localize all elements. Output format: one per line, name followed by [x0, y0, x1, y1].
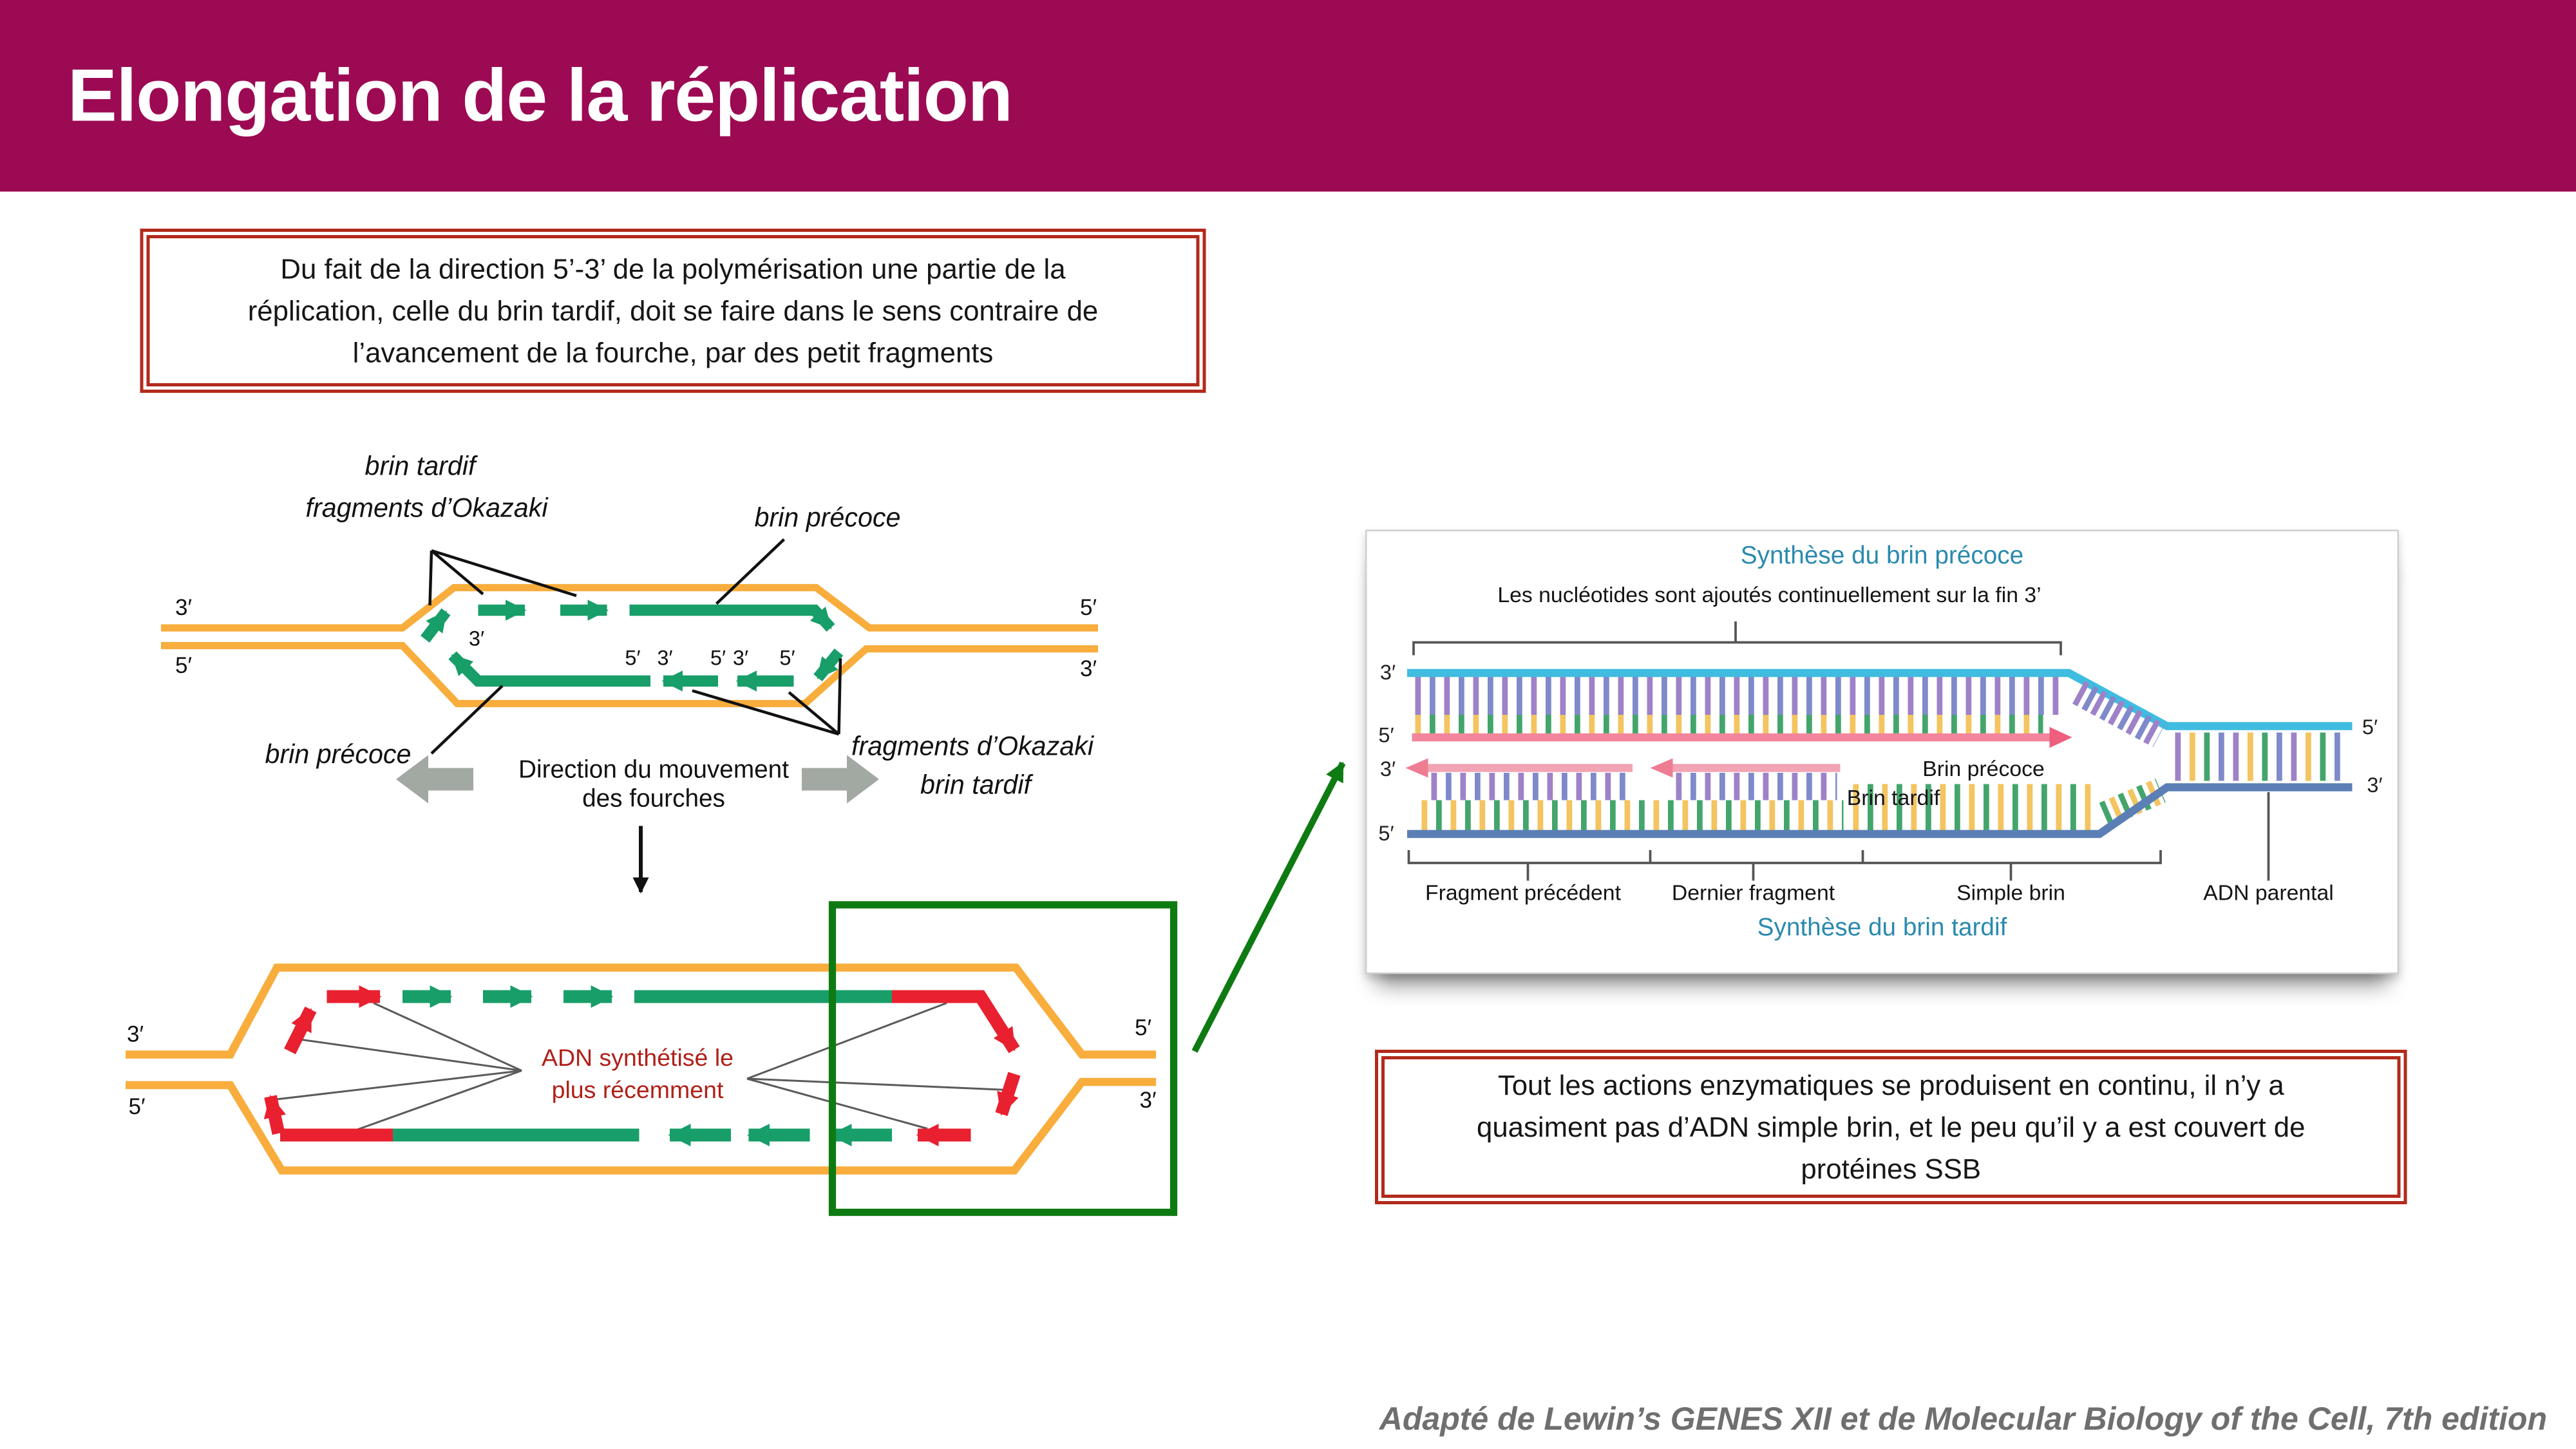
new-dna-arrows-top [421, 600, 835, 643]
prime-left-top: 3′ [175, 595, 192, 620]
pointer-lines [428, 538, 842, 755]
inner-prime-2: 5′ [625, 647, 640, 670]
panel-title-bottom: Synthèse du brin tardif [1757, 914, 2007, 942]
synthesis-detail-figure: Synthèse du brin précoce Les nucléotides… [1378, 542, 2382, 942]
direction-text-line1: Direction du mouvement [518, 756, 789, 784]
bubble-prime-right-top: 5′ [1135, 1016, 1151, 1041]
label-lagging-top: brin tardif [365, 451, 478, 481]
info-box-bottom-line3: protéines SSB [1801, 1153, 1982, 1186]
panel-label-fragment-previous: Fragment précédent [1425, 881, 1622, 905]
label-leading-bottom-left: brin précoce [265, 739, 412, 769]
inner-prime-4: 5′ [710, 647, 726, 670]
panel-prime-left-1: 3′ [1380, 661, 1396, 684]
lagging-strand-duplex [1405, 758, 2353, 838]
label-okazaki-top: fragments d’Okazaki [306, 493, 549, 523]
recent-dna-label-line2: plus récemment [552, 1076, 724, 1103]
parental-strands [161, 583, 1098, 708]
replication-fork-diagram: brin tardif fragments d’Okazaki brin pré… [161, 451, 1098, 894]
prime-left-bottom: 5′ [175, 653, 192, 678]
info-box-top-line1: Du fait de la direction 5’-3’ de la poly… [280, 252, 1066, 285]
inner-prime-5: 3′ [733, 647, 748, 670]
bubble-arrows-top [284, 985, 1020, 1054]
info-box-bottom-line1: Tout les actions enzymatiques se produis… [1497, 1068, 2284, 1101]
panel-prime-right-top: 5′ [2362, 715, 2378, 739]
prime-right-bottom: 3′ [1080, 656, 1097, 681]
panel-label-fragment-last: Dernier fragment [1672, 881, 1835, 905]
info-box-ssb: Tout les actions enzymatiques se produis… [1375, 1050, 2407, 1204]
bubble-prime-left-bottom: 5′ [128, 1094, 145, 1119]
fork-direction-right-arrow-icon [802, 755, 879, 804]
panel-note: Les nucléotides sont ajoutés continuelle… [1497, 583, 2041, 607]
bubble-prime-right-bottom: 3′ [1139, 1088, 1156, 1113]
panel-prime-left-4: 5′ [1378, 822, 1394, 845]
page-title: Elongation de la réplication [68, 53, 1013, 137]
bubble-arrows-bottom [263, 1072, 1021, 1146]
panel-label-lagging: Brin tardif [1847, 786, 1940, 810]
panel-prime-left-2: 5′ [1378, 724, 1394, 747]
label-okazaki-bottom-right: fragments d’Okazaki [851, 732, 1095, 761]
zoom-connector-arrow [1191, 761, 1346, 1053]
label-lagging-bottom-right: brin tardif [920, 770, 1034, 800]
inner-prime-3: 3′ [657, 647, 672, 670]
panel-label-single-strand: Simple brin [1956, 881, 2065, 905]
recent-dna-pointer-lines [273, 1002, 1009, 1133]
label-leading-top-right: brin précoce [755, 503, 901, 533]
synthesis-detail-panel: Synthèse du brin précoce Les nucléotides… [1365, 529, 2399, 974]
inner-prime-1: 3′ [469, 627, 484, 650]
direction-text-line2: des fourches [582, 785, 725, 813]
footer-credit: Adapté de Lewin’s GENES XII et de Molecu… [1379, 1402, 2547, 1438]
bottom-bracket [1407, 792, 2270, 881]
replication-bubble-diagram: ADN synthétisé le plus récemment 3′ 5′ 5… [126, 901, 1178, 1217]
info-box-top-line3: l’avancement de la fourche, par des peti… [352, 336, 994, 369]
leading-strand-duplex [1407, 668, 2353, 748]
highlight-box [828, 901, 1178, 1217]
info-box-top-line2: réplication, celle du brin tardif, doit … [247, 294, 1099, 327]
fork-direction-left-arrow-icon [396, 755, 473, 804]
new-dna-arrows-bottom [448, 648, 844, 692]
recent-dna-label-line1: ADN synthétisé le [542, 1044, 734, 1071]
panel-prime-right-bottom: 3′ [2367, 773, 2382, 797]
prime-right-top: 5′ [1080, 595, 1097, 620]
parental-strands-bubble [126, 963, 1156, 1175]
panel-label-leading: Brin précoce [1922, 757, 2044, 781]
info-box-polymerisation: Du fait de la direction 5’-3’ de la poly… [140, 229, 1206, 393]
panel-label-parental-dna: ADN parental [2203, 881, 2334, 905]
inner-prime-6: 5′ [779, 647, 795, 670]
bubble-prime-left-top: 3′ [127, 1022, 144, 1047]
header-bar: Elongation de la réplication [0, 0, 2576, 192]
panel-prime-left-3: 3′ [1380, 757, 1396, 781]
info-box-bottom-line2: quasiment pas d’ADN simple brin, et le p… [1477, 1110, 2306, 1143]
panel-title-top: Synthèse du brin précoce [1741, 542, 2023, 569]
top-bracket [1412, 621, 2062, 656]
